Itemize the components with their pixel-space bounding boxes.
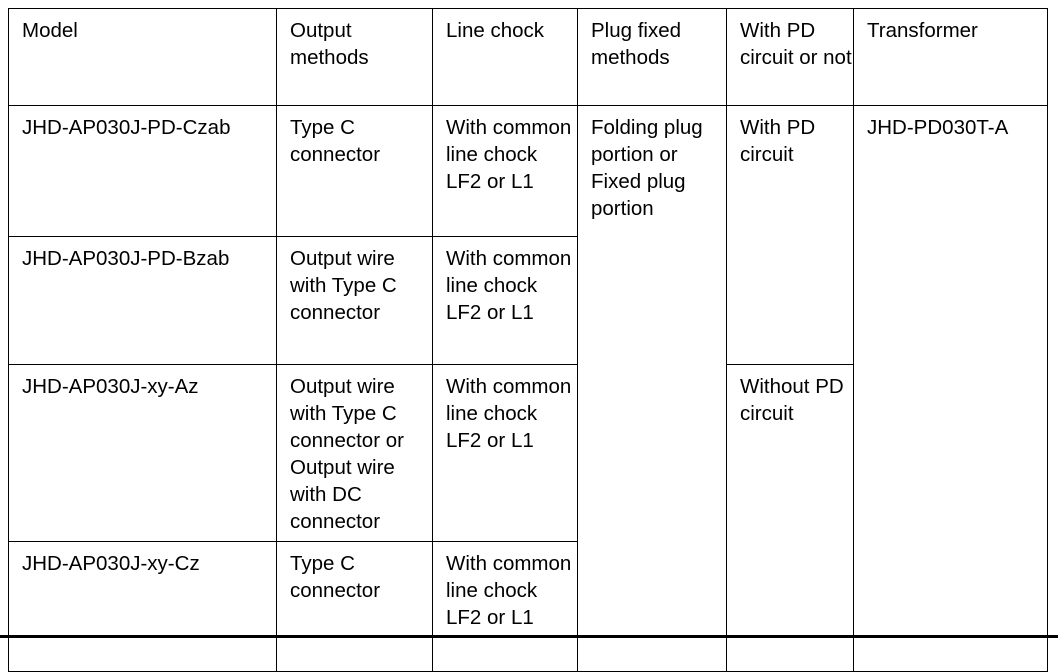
cell-line-chock: With common line chock LF2 or L1	[432, 364, 578, 542]
column-header-plug-fixed-methods: Plug fixed methods	[577, 8, 727, 106]
cell-pd-circuit-with: With PD circuit	[726, 105, 854, 365]
document-page: Model Output methods Line chock Plug fix…	[0, 8, 1058, 672]
cell-model: JHD-AP030J-PD-Czab	[8, 105, 277, 237]
cell-output-methods: Output wire with Type C connector or Out…	[276, 364, 433, 542]
table-row: JHD-AP030J-PD-Bzab Output wire with Type…	[8, 236, 1048, 365]
cell-line-chock: With common line chock LF2 or L1	[432, 236, 578, 365]
table-row: JHD-AP030J-xy-Az Output wire with Type C…	[8, 364, 1048, 672]
cell-line-chock: With common line chock LF2 or L1	[432, 105, 578, 237]
cell-model: JHD-AP030J-xy-Az	[8, 364, 277, 542]
cell-model: JHD-AP030J-PD-Bzab	[8, 236, 277, 365]
cell-line-chock: With common line chock LF2 or L1	[432, 541, 578, 672]
column-header-line-chock: Line chock	[432, 8, 578, 106]
table-header-row: Model Output methods Line chock Plug fix…	[8, 8, 1048, 106]
cell-output-methods: Type C connector	[276, 541, 433, 672]
table-row: JHD-AP030J-PD-Czab Type C connector With…	[8, 105, 1048, 672]
column-header-model: Model	[8, 8, 277, 106]
cell-pd-circuit-without: Without PD circuit	[726, 364, 854, 672]
cell-output-methods: Type C connector	[276, 105, 433, 237]
cell-transformer: JHD-PD030T-A	[853, 105, 1048, 672]
page-bottom-rule	[0, 635, 1058, 638]
column-header-output-methods: Output methods	[276, 8, 433, 106]
cell-output-methods: Output wire with Type C connector	[276, 236, 433, 365]
column-header-transformer: Transformer	[853, 8, 1048, 106]
column-header-pd-circuit: With PD circuit or not	[726, 8, 854, 106]
cell-model: JHD-AP030J-xy-Cz	[8, 541, 277, 672]
model-specification-table: Model Output methods Line chock Plug fix…	[8, 8, 1048, 672]
cell-plug-fixed-methods: Folding plug portion or Fixed plug porti…	[577, 105, 727, 672]
